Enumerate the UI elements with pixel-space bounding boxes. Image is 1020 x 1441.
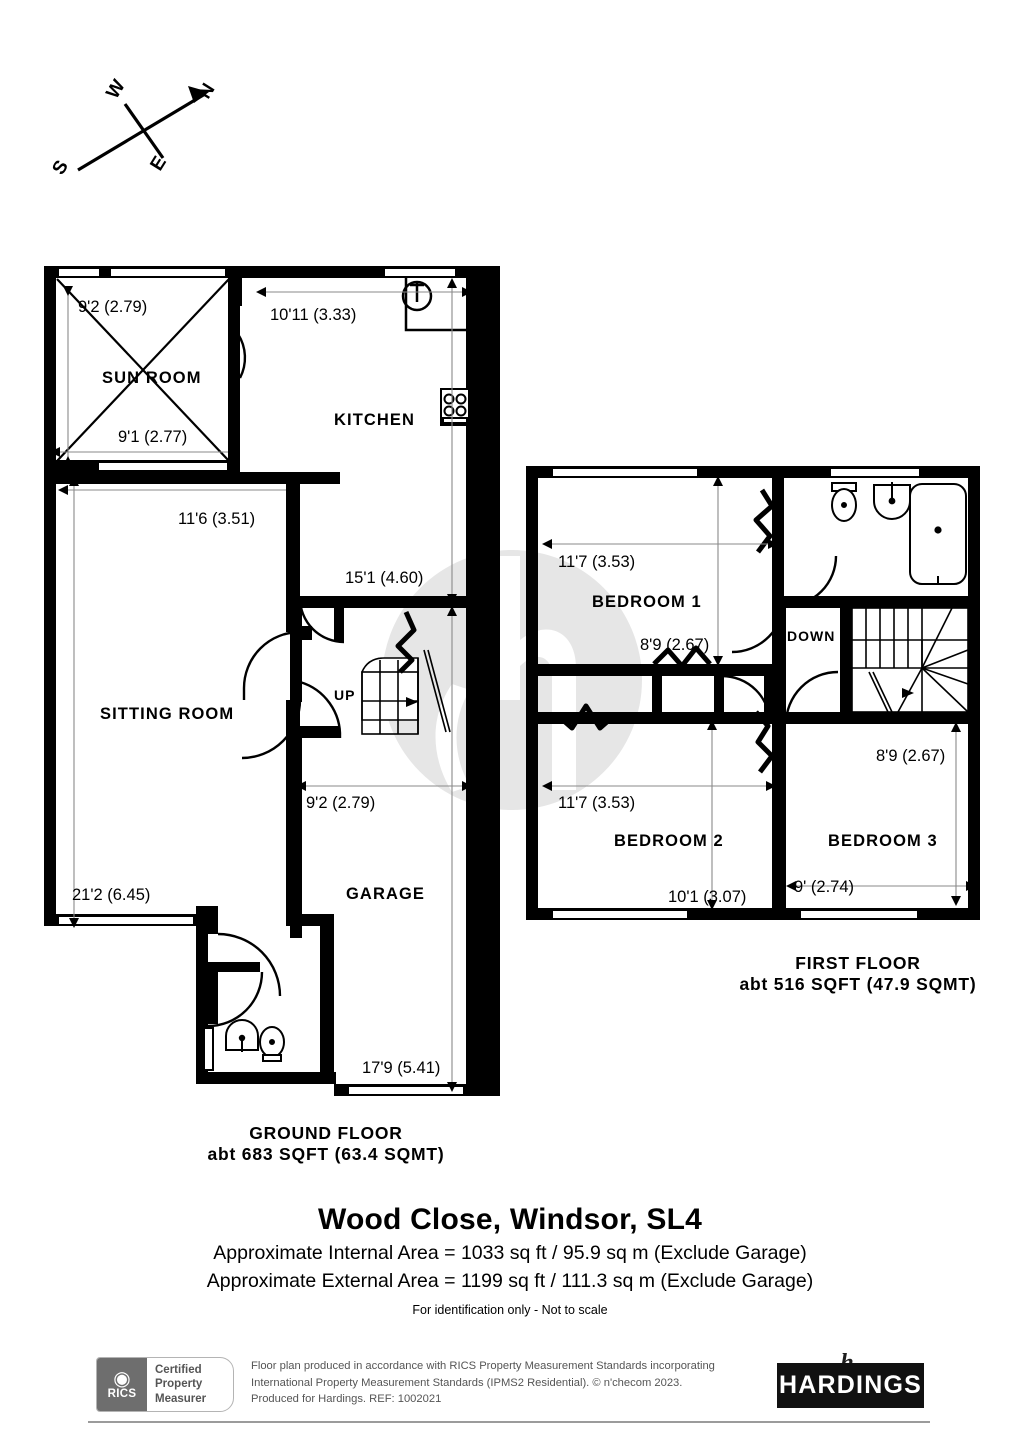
room-label-bedroom-2: BEDROOM 2 bbox=[614, 832, 724, 850]
dim-bed3-depth: 8'9 (2.67) bbox=[876, 747, 945, 765]
ground-floor-dimension-lines bbox=[60, 286, 462, 1086]
cloakroom-wc-icon bbox=[259, 1026, 285, 1062]
room-label-kitchen: KITCHEN bbox=[334, 411, 415, 429]
dim-kitchen-depth: 15'1 (4.60) bbox=[345, 569, 423, 587]
dim-bed2-depth: 10'1 (3.07) bbox=[668, 888, 746, 906]
rics-line-3: Measurer bbox=[155, 1392, 207, 1405]
dim-sunroom-depth: 9'1 (2.77) bbox=[118, 428, 187, 446]
internal-area-text: Approximate Internal Area = 1033 sq ft /… bbox=[213, 1242, 807, 1264]
sunroom-diagonals bbox=[56, 278, 230, 462]
dim-kitchen-width: 10'11 (3.33) bbox=[270, 306, 356, 324]
first-floor-caption-area: abt 516 SQFT (47.9 SQMT) bbox=[739, 974, 976, 994]
legal-line-1: Floor plan produced in accordance with R… bbox=[251, 1360, 715, 1372]
rics-emblem-icon: ◉ bbox=[113, 1367, 131, 1390]
compass-s: S bbox=[48, 157, 73, 179]
first-floor-plan: BEDROOM 1 BEDROOM 2 BEDROOM 3 DOWN 11'7 … bbox=[526, 466, 980, 994]
first-floor-windows bbox=[551, 467, 921, 920]
rics-certified-badge: ◉ RICS Certified Property Measurer bbox=[96, 1357, 234, 1412]
scale-disclaimer: For identification only - Not to scale bbox=[412, 1303, 608, 1317]
hardings-wordmark: HARDINGS bbox=[777, 1363, 924, 1408]
room-label-bedroom-1: BEDROOM 1 bbox=[592, 593, 702, 611]
hob-icon bbox=[440, 388, 470, 426]
first-floor-break-lines bbox=[554, 488, 775, 774]
legal-line-2: International Property Measurement Stand… bbox=[251, 1376, 683, 1389]
compass-rose bbox=[77, 86, 209, 172]
dim-sitting-width: 11'6 (3.51) bbox=[178, 510, 255, 528]
kitchen-worktop bbox=[404, 278, 466, 332]
first-floor-caption-title: FIRST FLOOR bbox=[795, 953, 920, 973]
rics-logo: ◉ RICS bbox=[97, 1358, 147, 1411]
room-label-garage: GARAGE bbox=[346, 885, 425, 903]
room-label-sitting-room: SITTING ROOM bbox=[100, 705, 234, 723]
stair-label-down: DOWN bbox=[787, 628, 835, 644]
dim-bed3-width: 9' (2.74) bbox=[794, 878, 854, 896]
dim-sunroom-width: 9'2 (2.79) bbox=[78, 298, 147, 316]
dim-bed2-width: 11'7 (3.53) bbox=[558, 794, 635, 812]
hardings-brand-logo: h HARDINGS bbox=[777, 1343, 924, 1413]
compass-w: W bbox=[102, 76, 129, 102]
rics-line-1: Certified bbox=[155, 1363, 202, 1376]
legal-disclaimer: Floor plan produced in accordance with R… bbox=[251, 1358, 771, 1408]
footer-bar: ◉ RICS Certified Property Measurer Floor… bbox=[96, 1343, 926, 1415]
stair-break-line bbox=[395, 610, 417, 674]
dim-garage-width: 9'2 (2.79) bbox=[306, 794, 375, 812]
page-title: Wood Close, Windsor, SL4 bbox=[317, 1203, 702, 1236]
room-label-sun-room: SUN ROOM bbox=[102, 369, 202, 387]
title-block: Wood Close, Windsor, SL4 Approximate Int… bbox=[0, 1195, 1020, 1317]
first-floor-dimension-lines bbox=[552, 484, 966, 904]
external-area-text: Approximate External Area = 1199 sq ft /… bbox=[206, 1270, 814, 1292]
rics-wordmark: RICS bbox=[107, 1387, 137, 1400]
stair-label-up: UP bbox=[334, 687, 355, 703]
cloakroom-basin-icon bbox=[225, 1019, 259, 1052]
first-floor-dimension-arrows bbox=[542, 476, 976, 910]
compass-labels: N S E W bbox=[48, 76, 219, 178]
dim-bed1-width: 11'7 (3.53) bbox=[558, 553, 635, 571]
rics-line-2: Property bbox=[155, 1378, 203, 1391]
bathroom-bath-icon bbox=[909, 483, 967, 585]
dim-sitting-depth: 21'2 (6.45) bbox=[72, 886, 150, 904]
ground-floor-plan: SUN ROOM KITCHEN SITTING ROOM GARAGE UP … bbox=[44, 266, 500, 1164]
bathroom-basin-icon bbox=[873, 482, 911, 520]
ground-floor-windows bbox=[57, 267, 465, 1096]
ground-floor-staircase bbox=[361, 649, 451, 735]
rics-badge-text: Certified Property Measurer bbox=[147, 1358, 233, 1411]
ground-floor-caption-area: abt 683 SQFT (63.4 SQMT) bbox=[207, 1144, 444, 1164]
compass-e: E bbox=[146, 153, 171, 175]
ground-floor-dimension-arrows bbox=[50, 278, 472, 1092]
footer-divider bbox=[88, 1421, 930, 1423]
dim-bed1-depth: 8'9 (2.67) bbox=[640, 636, 709, 654]
bathroom-wc-icon bbox=[831, 482, 857, 522]
legal-line-3: Produced for Hardings. REF: 1002021 bbox=[251, 1393, 442, 1405]
ground-floor-caption-title: GROUND FLOOR bbox=[249, 1123, 402, 1143]
first-floor-doors bbox=[721, 555, 839, 725]
room-label-bedroom-3: BEDROOM 3 bbox=[828, 832, 938, 850]
dim-garage-depth: 17'9 (5.41) bbox=[362, 1059, 440, 1077]
ground-floor-doors bbox=[207, 332, 345, 1028]
watermark bbox=[382, 550, 642, 810]
first-floor-staircase bbox=[851, 607, 969, 713]
